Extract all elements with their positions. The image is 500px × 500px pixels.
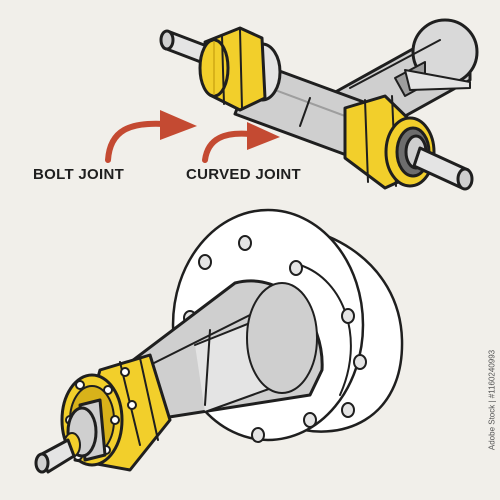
curved-arrow-icon	[202, 122, 280, 163]
stock-watermark: Adobe Stock | #1160240993	[486, 310, 498, 490]
bolt-joint-label: BOLT JOINT	[33, 166, 125, 183]
bottom-assembly	[34, 208, 404, 474]
stock-id-text: Adobe Stock | #1160240993	[487, 349, 497, 451]
top-right-collar	[343, 94, 474, 191]
bottom-front-hub	[34, 398, 107, 474]
bottom-main-shaft	[118, 279, 324, 422]
curved-arrow-icon	[105, 110, 197, 163]
top-assembly	[159, 18, 479, 191]
curved-joint-label: CURVED JOINT	[186, 166, 302, 183]
top-left-collar	[198, 26, 282, 112]
